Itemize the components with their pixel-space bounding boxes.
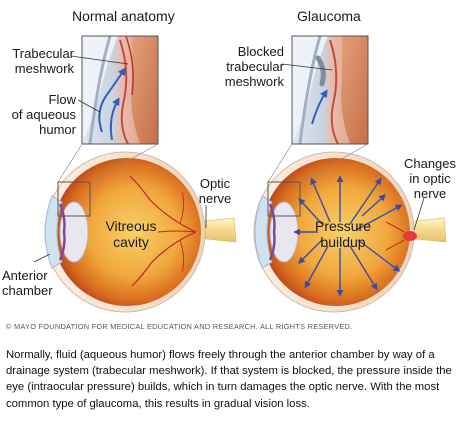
right-eyeball [253,151,447,313]
label-line: of aqueous [11,107,76,122]
copyright-notice: © MAYO FOUNDATION FOR MEDICAL EDUCATION … [6,322,353,331]
label-line: cavity [113,234,149,250]
label-line: Vitreous [105,218,157,234]
leader-line [281,63,333,71]
label-anterior-chamber: Anterior chamber [2,268,53,298]
flow-arrow [109,97,120,141]
label-line: trabecular [226,59,284,74]
flow-arrow [98,67,126,133]
label-pressure-buildup: Pressure buildup [310,218,376,250]
label-line: meshwork [224,74,284,89]
label-line: humor [39,122,76,137]
label-line: Changes [403,156,457,171]
left-panel-title: Normal anatomy [72,8,175,24]
leader-line [70,55,129,65]
label-vitreous-cavity: Vitreous cavity [100,218,162,250]
label-blocked-trabecular-meshwork: Blocked trabecular meshwork [210,44,284,89]
left-eyeball [44,151,237,313]
flow-arrow [311,89,328,125]
label-line: nerve [413,186,447,201]
label-optic-nerve: Optic nerve [192,176,238,206]
label-line: Blocked [237,44,284,59]
caption-text: Normally, fluid (aqueous humor) flows fr… [6,349,452,410]
right-inset-detail [291,35,369,145]
label-line: Trabecular [12,46,74,61]
label-line: meshwork [14,61,74,76]
label-changes-in-optic-nerve: Changes in optic nerve [398,156,462,201]
label-line: buildup [320,234,366,250]
leader-line [33,253,51,263]
right-panel-title: Glaucoma [297,8,361,24]
pressure-arrows [293,175,403,297]
left-inset-detail [81,35,159,145]
label-line: Anterior [2,268,48,283]
leader-line [413,197,425,231]
label-line: Pressure [314,218,372,234]
label-trabecular-meshwork: Trabecular meshwork [2,46,74,76]
label-line: chamber [2,283,53,298]
label-line: nerve [198,191,232,206]
leader-line [77,99,101,113]
label-line: in optic [409,171,451,186]
label-line: Flow [48,92,76,107]
label-line: Optic [199,176,231,191]
label-flow-of-aqueous-humor: Flow of aqueous humor [2,92,76,137]
